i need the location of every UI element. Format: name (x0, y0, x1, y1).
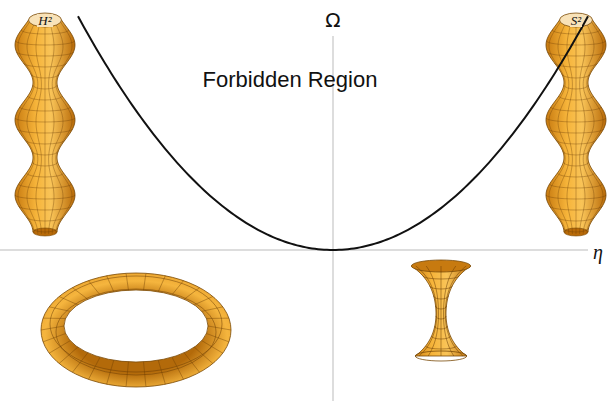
boundary-curve (78, 16, 588, 250)
surface-label: H² (37, 14, 52, 27)
region-label: Forbidden Region (202, 69, 379, 91)
axis-label: Ω (324, 10, 341, 30)
nodoid-surface (41, 273, 231, 387)
unduloid-surface (15, 13, 75, 236)
catenoid-surface (411, 260, 470, 361)
axis-label: η (592, 242, 604, 262)
surface-label: S² (570, 14, 582, 27)
horizontal-axis (0, 250, 588, 251)
unduloid-surface (546, 13, 606, 236)
